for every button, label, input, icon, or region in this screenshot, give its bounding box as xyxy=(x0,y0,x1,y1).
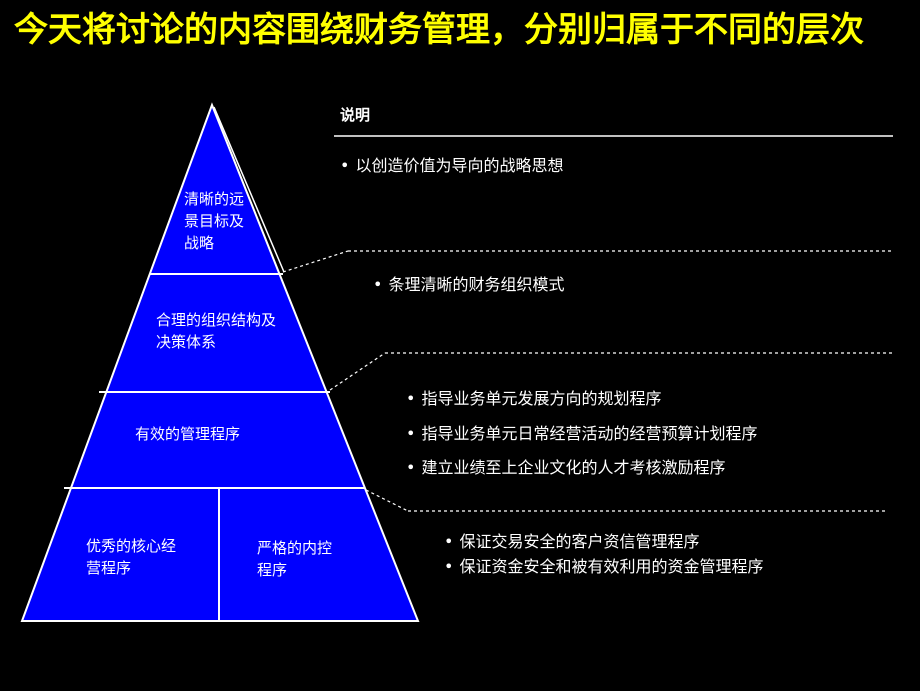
connector-2a xyxy=(329,352,386,391)
note-item: •以创造价值为导向的战略思想 xyxy=(340,154,563,178)
pyramid-level-4-right-label: 严格的内控程序 xyxy=(257,539,333,579)
pyramid-level-3-label: 有效的管理程序 xyxy=(135,425,241,443)
bullet-icon: • xyxy=(373,275,383,294)
pyramid-level-4-left-label: 优秀的核心经营程序 xyxy=(86,537,177,577)
pyramid-right-edge-highlight xyxy=(213,106,285,273)
connector-3a xyxy=(365,489,409,512)
note-item: •条理清晰的财务组织模式 xyxy=(373,273,564,297)
note-item: •保证资金安全和被有效利用的资金管理程序 xyxy=(444,555,763,579)
note-item: •建立业绩至上企业文化的人才考核激励程序 xyxy=(406,456,725,480)
bullet-icon: • xyxy=(406,389,416,408)
note-item: •指导业务单元日常经营活动的经营预算计划程序 xyxy=(406,422,757,446)
bullet-icon: • xyxy=(444,532,454,551)
pyramid-level-1-label: 清晰的远景目标及战略 xyxy=(184,190,245,252)
bullet-icon: • xyxy=(406,424,416,443)
note-item: •保证交易安全的客户资信管理程序 xyxy=(444,530,699,554)
pyramid-level-2-label: 合理的组织结构及决策体系 xyxy=(156,311,277,351)
connector-1a xyxy=(282,250,349,273)
note-item: •指导业务单元发展方向的规划程序 xyxy=(406,387,661,411)
page-title: 今天将讨论的内容围绕财务管理，分别归属于不同的层次 xyxy=(14,10,864,50)
explanation-header: 说明 xyxy=(340,106,371,124)
bullet-icon: • xyxy=(406,458,416,477)
bullet-icon: • xyxy=(444,557,454,576)
bullet-icon: • xyxy=(340,156,350,175)
